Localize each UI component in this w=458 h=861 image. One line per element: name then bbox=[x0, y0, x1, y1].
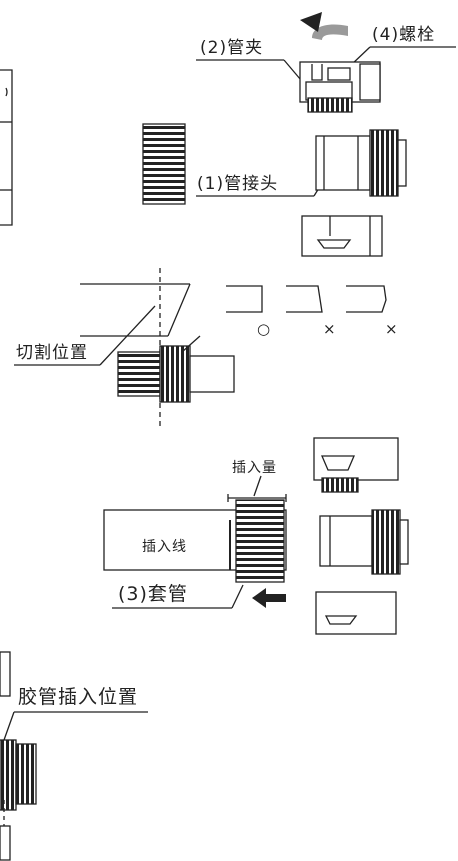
rotation-arrow-icon bbox=[300, 12, 348, 40]
sleeve-component-top bbox=[142, 123, 186, 205]
sleeve-label: (3)套管 bbox=[118, 583, 188, 605]
cut-position-label: 切割位置 bbox=[16, 343, 88, 363]
hose-insert-position-label: 胶管插入位置 bbox=[18, 686, 139, 708]
hose-joint-with-cut bbox=[117, 335, 235, 403]
pipe-clamp-label: (2)管夹 bbox=[200, 38, 264, 58]
ok-mark: ○ bbox=[257, 320, 271, 338]
clamp-mid bbox=[313, 437, 399, 493]
joint-mid bbox=[319, 509, 409, 575]
bottom-left-partial bbox=[0, 651, 37, 861]
pipe-joint-label: (1)管接头 bbox=[197, 174, 279, 194]
ng-mark-2: × bbox=[385, 320, 398, 338]
clamp-lower bbox=[315, 591, 397, 635]
insertion-diagram bbox=[103, 475, 287, 583]
pipe-clamp-side bbox=[301, 215, 383, 257]
pipe-clamp-assembly bbox=[299, 61, 381, 113]
bolt-label: (4)螺栓 bbox=[372, 25, 436, 45]
left-cropped-panel bbox=[0, 69, 13, 226]
pipe-joint bbox=[315, 129, 407, 197]
insertion-line-label: 插入线 bbox=[142, 539, 187, 555]
insertion-amount-label: 插入量 bbox=[232, 460, 277, 476]
cut-examples bbox=[226, 285, 387, 313]
ng-mark-1: × bbox=[323, 320, 336, 338]
push-arrow-icon bbox=[252, 588, 286, 608]
